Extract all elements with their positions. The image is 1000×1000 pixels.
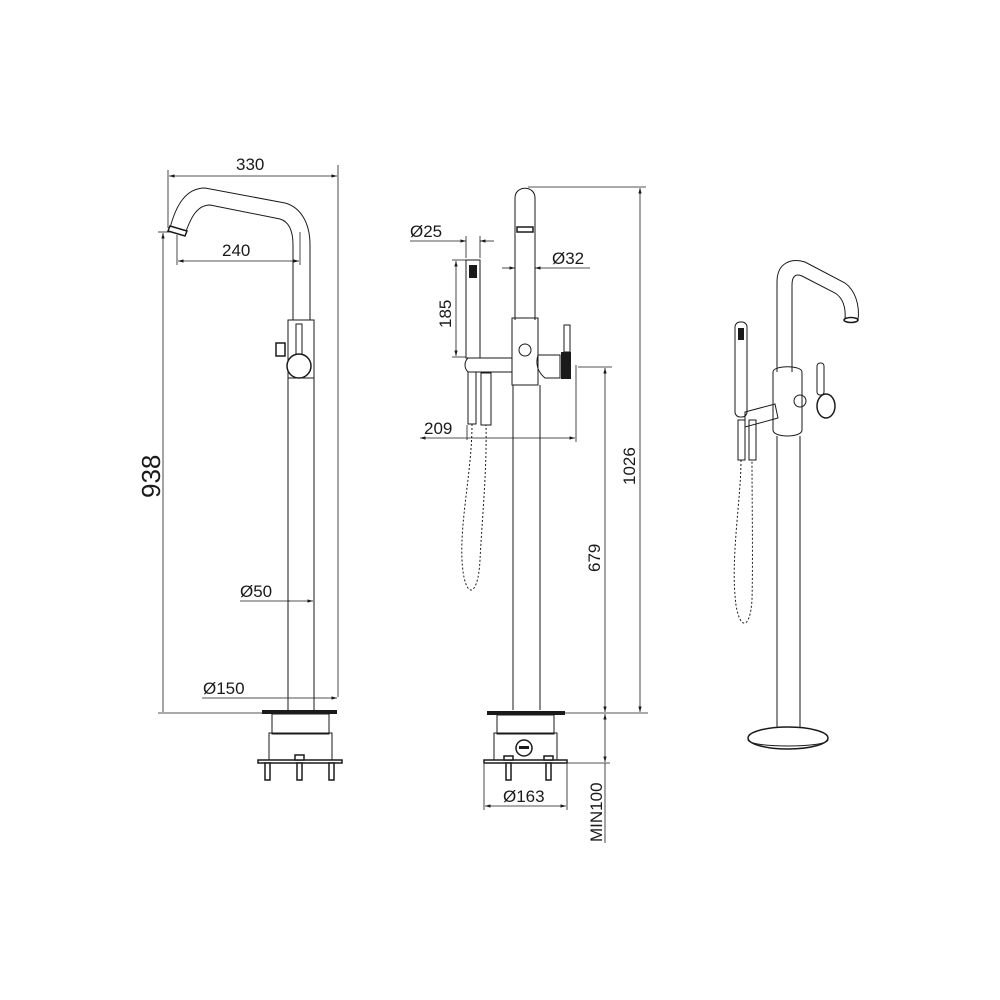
- diverter-button: [275, 342, 286, 357]
- spout-inner: [184, 204, 294, 320]
- aerator: [516, 226, 534, 233]
- dim-height-1026: 1026: [620, 447, 639, 485]
- base-plate: [487, 711, 565, 715]
- dim-min-100: MIN100: [587, 782, 606, 842]
- install-box: [496, 714, 555, 735]
- base-plate: [747, 726, 829, 750]
- spout-outer: [169, 187, 311, 320]
- dim-offset-209: 209: [424, 419, 452, 438]
- mixer-knob: [561, 352, 571, 379]
- mixer-body: [772, 366, 803, 437]
- mixer-body: [511, 317, 539, 386]
- hose-connector-right: [480, 372, 492, 426]
- dim-spout-32: Ø32: [552, 249, 584, 268]
- side-view: 330 240 938 Ø50 Ø150: [136, 155, 343, 781]
- dim-height-938: 938: [136, 455, 166, 498]
- dim-height-679: 679: [585, 544, 604, 572]
- mixer-cartridge: [536, 354, 561, 379]
- dim-box-163: Ø163: [503, 787, 545, 806]
- dim-width-330: 330: [236, 155, 264, 174]
- spout: [514, 187, 536, 320]
- bolts: [264, 754, 335, 781]
- dim-handshower-25: Ø25: [410, 222, 442, 241]
- dim-handshower-185: 185: [436, 300, 455, 328]
- handshower: [734, 321, 748, 418]
- install-box: [271, 713, 330, 735]
- front-view: Ø25 Ø32 185 209 679 1026 MIN100 Ø163: [410, 186, 648, 843]
- shower-head: [469, 265, 477, 278]
- perspective-view: [733, 260, 859, 750]
- handshower: [465, 259, 481, 359]
- dim-base-150: Ø150: [203, 679, 245, 698]
- spout-aerator: [166, 225, 189, 237]
- lever: [563, 324, 571, 353]
- dim-pipe-50: Ø50: [240, 582, 272, 601]
- base-plate: [262, 710, 337, 714]
- hose: [461, 423, 487, 591]
- hose-connector-left: [467, 371, 477, 425]
- spout: [776, 260, 859, 372]
- mixer-knob: [816, 393, 836, 419]
- hose: [733, 459, 753, 624]
- dim-reach-240: 240: [222, 241, 250, 260]
- mixer-knob: [286, 353, 312, 379]
- lever: [295, 323, 303, 355]
- lever: [816, 362, 825, 396]
- mounting-plate: [483, 759, 568, 764]
